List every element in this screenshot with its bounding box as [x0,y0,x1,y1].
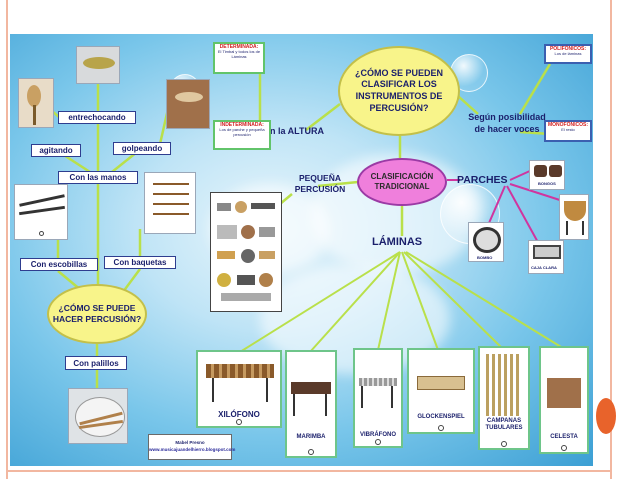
technique-agitando: agitando [31,144,81,157]
frame-line-left [6,0,8,479]
label-segun-altura: Según la ALTURA [248,126,324,136]
card-marimba: MARIMBA [285,350,337,458]
card-glockenspiel: GLOCKENSPIEL [407,348,475,434]
branch-parches: PARCHES [457,174,508,186]
note-indeterminada: INDETERMINADA: Los de parche y pequeña p… [213,120,271,150]
card-glockenspiel-number [438,425,444,431]
photo-maracas [18,78,54,128]
photo-mallets [144,172,196,234]
photo-hand-drum [166,79,210,129]
caption-caja-clara: CAJA CLARA [531,265,557,270]
branch-pequena-percusion: PEQUEÑA PERCUSIÓN [294,173,346,194]
photo-bongos: BONGOS [529,160,565,190]
note-polifonicos-title: POLIFÓNICOS: [549,46,587,52]
branch-laminas: LÁMINAS [372,236,423,248]
caption-xilofono: XILÓFONO [218,410,260,419]
card-celesta: CELESTA [539,346,589,454]
note-determinada-title: DETERMINADA: [219,44,259,50]
photo-brushes [14,184,68,240]
technique-entrechocando: entrechocando [58,111,136,124]
caption-glockenspiel: GLOCKENSPIEL [417,414,465,420]
technique-con-las-manos: Con las manos [58,171,138,184]
card-celesta-number [561,445,567,451]
card-xilofono: XILÓFONO [196,350,282,428]
technique-con-palillos: Con palillos [65,356,127,370]
card-campanas-number [501,441,507,447]
technique-golpeando: golpeando [113,142,171,155]
caption-celesta: CELESTA [550,434,578,440]
photo-small-percussion [210,192,282,312]
caption-marimba: MARIMBA [296,434,326,440]
card-xilofono-number [236,419,242,425]
note-monofonicos-title: MONOFÓNICOS: [548,122,588,128]
note-determinada-text: El Timbal y todos los de Láminas [217,49,261,59]
frame-line-bottom [8,470,610,472]
caption-bongos: BONGOS [538,181,556,186]
caption-vibrafono: VIBRÁFONO [360,432,396,438]
photo-timpani [559,194,589,240]
author-name: Mabel Presno [175,440,205,445]
card-marimba-number [308,449,314,455]
note-determinada: DETERMINADA: El Timbal y todos los de Lá… [213,42,265,74]
card-vibrafono: VIBRÁFONO [353,348,403,448]
label-segun-voces: Según posibilidad de hacer voces [468,112,546,134]
photo-caja-clara: CAJA CLARA [528,240,564,274]
card-vibrafono-number [375,439,381,445]
note-indeterminada-title: INDETERMINADA: [220,122,264,128]
technique-con-escobillas: Con escobillas [20,258,98,271]
caption-bombo: BOMBO [477,255,493,260]
card-campanas-tubulares: CAMPANAS TUBULARES [478,346,530,450]
accent-circle [596,398,616,434]
concept-map-panel: ¿CÓMO SE PUEDEN CLASIFICAR LOS INSTRUMEN… [10,34,593,466]
frame-line-right [610,0,612,479]
photo-bombo: BOMBO [468,222,504,262]
note-monofonicos-text: El resto [561,127,575,132]
note-monofonicos: MONOFÓNICOS: El resto [544,120,592,142]
note-polifonicos-text: Los de láminas [554,51,582,56]
caption-campanas-tubulares: CAMPANAS TUBULARES [485,418,523,431]
note-indeterminada-text: Los de parche y pequeña percusión [219,127,265,137]
author-url: www.musicajuandelhierro.blogspot.com [149,446,236,452]
note-polifonicos: POLIFÓNICOS: Los de láminas [544,44,592,64]
photo-cymbals [76,46,120,84]
main-question-node: ¿CÓMO SE PUEDEN CLASIFICAR LOS INSTRUMEN… [338,46,460,136]
technique-con-baquetas: Con baquetas [104,256,176,269]
photo-drumsticks [68,388,128,444]
center-node: CLASIFICACIÓN TRADICIONAL [357,158,447,206]
author-signature: Mabel Presno www.musicajuandelhierro.blo… [148,434,236,460]
how-question-node: ¿CÓMO SE PUEDE HACER PERCUSIÓN? [47,284,147,344]
